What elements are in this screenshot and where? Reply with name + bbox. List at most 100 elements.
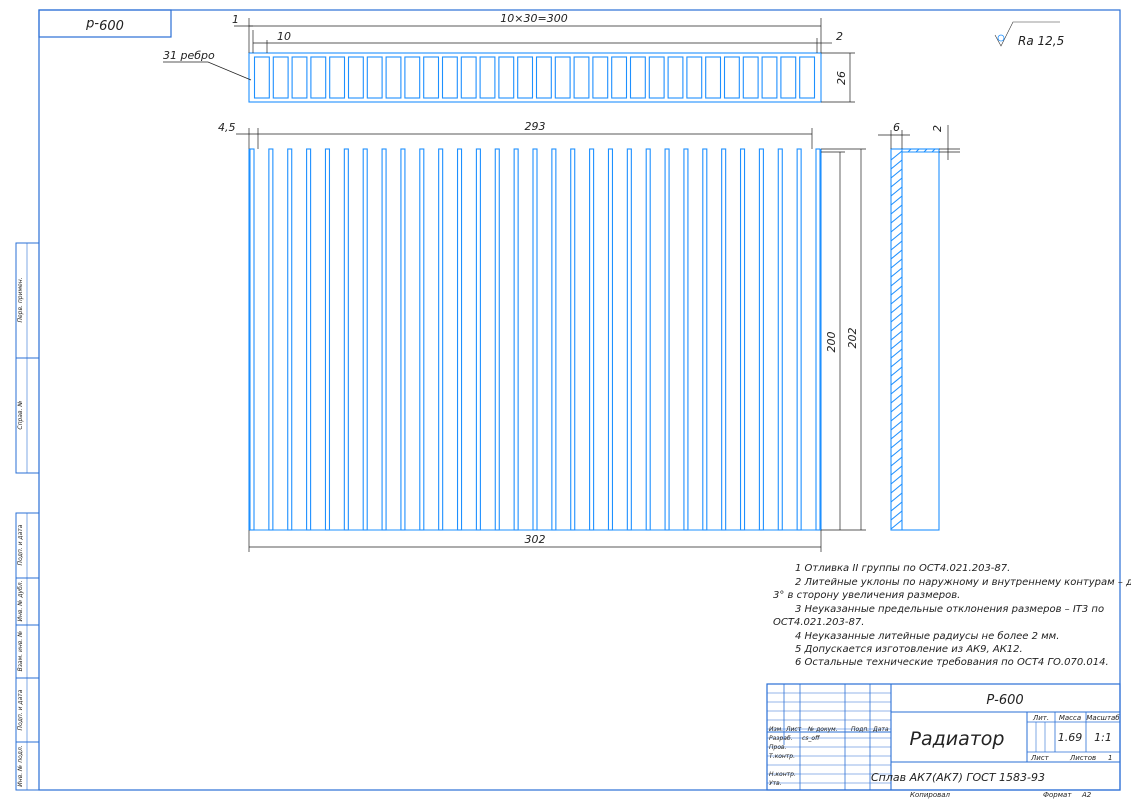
title-block: Р-600 Радиатор Сплав АК7(АК7) ГОСТ 1583-…: [766, 683, 1121, 799]
developer-name: cs_off: [802, 735, 820, 742]
dim-end-gap: 2: [836, 30, 843, 43]
hatch-line: [890, 348, 903, 359]
front-rib: [721, 148, 727, 531]
dim-outer-width: 302: [525, 533, 546, 546]
front-rib: [570, 148, 576, 531]
top-rib-slot: [404, 56, 421, 99]
hatch-line: [890, 312, 903, 323]
top-rib-slot: [573, 56, 590, 99]
hatch-line: [907, 148, 912, 153]
front-rib: [532, 148, 538, 531]
note-line: 5 Допускается изготовление из АК9, АК12.: [795, 644, 1023, 655]
note-line: ОСТ4.021.203-87.: [773, 617, 864, 628]
hatch-line: [890, 429, 903, 440]
front-rib: [513, 148, 519, 531]
note-line: 3 Неуказанные предельные отклонения разм…: [795, 604, 1104, 615]
front-rib: [381, 148, 387, 531]
top-rib-slot: [799, 56, 816, 99]
strip-label: Инв. № подл.: [17, 745, 24, 786]
top-rib-slot: [592, 56, 609, 99]
front-rib: [475, 148, 481, 531]
hatch-line: [890, 330, 903, 341]
tb-label: Подп.: [851, 726, 869, 733]
front-rib: [419, 148, 425, 531]
designation-text: Р-600: [986, 693, 1023, 708]
top-rib-slot: [253, 56, 270, 99]
top-rib-slot: [479, 56, 496, 99]
top-rib-slot: [291, 56, 308, 99]
hatch-line: [890, 366, 903, 377]
tb-label: Лист: [785, 726, 802, 733]
front-rib: [796, 148, 802, 531]
strip-label: Перв. примен.: [17, 277, 24, 322]
strip-label: Подп. и дата: [17, 524, 24, 565]
side-view: 6 2: [878, 121, 960, 531]
tb-label: Изм.: [769, 726, 783, 733]
hatch-line: [890, 402, 903, 413]
hatch-line: [915, 148, 920, 153]
top-rib-slot: [686, 56, 703, 99]
top-rib-slot: [705, 56, 722, 99]
scale-value: 1:1: [1094, 731, 1112, 744]
mass-value: 1.69: [1058, 731, 1083, 744]
top-rib-slot: [310, 56, 327, 99]
front-rib: [645, 148, 651, 531]
tb-label: Пров.: [769, 744, 787, 751]
front-rib: [494, 148, 500, 531]
side-strip-labels: Перв. примен. Справ. № Подп. и дата Инв.…: [17, 277, 24, 786]
dim-front-offset: 4,5: [218, 121, 236, 134]
top-rib-slot: [611, 56, 628, 99]
hatch-line: [890, 357, 903, 368]
top-rib-slot: [648, 56, 665, 99]
top-rib-slot: [535, 56, 552, 99]
top-rib-slot: [554, 56, 571, 99]
hatch-line: [890, 411, 903, 422]
front-rib: [249, 148, 255, 531]
copied-label: Копировал: [910, 791, 951, 799]
roughness-symbol: Ra 12,5: [994, 21, 1064, 48]
strip-label: Подп. и дата: [17, 689, 24, 730]
dim-rib-thickness: 1: [232, 13, 239, 26]
strip-label: Инв. № дубл.: [17, 580, 24, 621]
top-rib-slot: [347, 56, 364, 99]
top-view-outline: [248, 52, 822, 103]
hatch-line: [890, 519, 903, 530]
hatch-line: [890, 492, 903, 503]
hatch-line: [890, 258, 903, 269]
top-rib-slot: [460, 56, 477, 99]
front-rib: [362, 148, 368, 531]
note-line: 2 Литейные уклоны по наружному и внутрен…: [795, 577, 1131, 588]
rib-count-note: 31 ребро: [163, 49, 215, 62]
col-mass: Масса: [1059, 714, 1081, 722]
tb-label: № докум.: [807, 726, 838, 733]
side-view-outline: [890, 148, 940, 531]
note-line: 1 Отливка II группы по ОСТ4.021.203-87.: [795, 563, 1010, 574]
top-view-ribs: [253, 56, 816, 99]
top-rib-slot: [498, 56, 515, 99]
col-scale: Масштаб: [1086, 714, 1120, 722]
top-rib-slot: [423, 56, 440, 99]
hatch-line: [890, 204, 903, 215]
technical-notes: 1 Отливка II группы по ОСТ4.021.203-87. …: [773, 563, 1131, 668]
corner-stamp: 009-d: [38, 9, 172, 38]
top-rib-slot: [761, 56, 778, 99]
hatch-line: [890, 303, 903, 314]
front-rib: [758, 148, 764, 531]
dim-total-height: 202: [846, 328, 859, 349]
tb-label: Н.контр.: [769, 771, 796, 778]
hatch-line: [890, 483, 903, 494]
hatch-line: [890, 474, 903, 485]
tb-label: Разраб.: [769, 735, 793, 742]
front-rib: [815, 148, 821, 531]
hatch-line: [890, 159, 903, 170]
hatch-line: [890, 276, 903, 287]
front-rib: [268, 148, 274, 531]
top-rib-slot: [385, 56, 402, 99]
front-rib: [287, 148, 293, 531]
hatch-line: [890, 177, 903, 188]
tb-label: Дата: [872, 726, 889, 733]
hatch-line: [890, 213, 903, 224]
hatch-line: [890, 267, 903, 278]
material-text: Сплав АК7(АК7) ГОСТ 1583-93: [871, 771, 1045, 784]
hatch-line: [890, 339, 903, 350]
